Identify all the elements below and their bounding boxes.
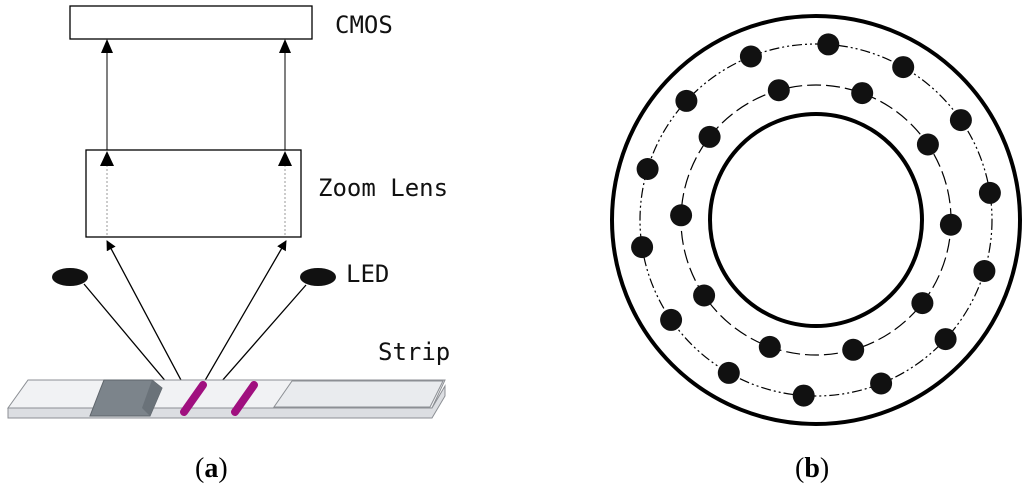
arrowhead-left-lens xyxy=(100,151,114,166)
led-outer-14 xyxy=(739,45,762,68)
led-outer-2 xyxy=(892,56,915,79)
arrowhead-right-top xyxy=(279,39,291,53)
arrowhead-right-lens xyxy=(278,151,292,166)
led-outer-8 xyxy=(792,384,815,407)
led-inner-7 xyxy=(693,284,716,307)
panel-a: CMOS Zoom Lens LED Strip xyxy=(7,5,450,484)
cmos-label: CMOS xyxy=(335,11,393,39)
zoom-lens xyxy=(85,149,302,238)
ray-led-left xyxy=(83,283,179,397)
led-outer-7 xyxy=(870,372,893,395)
led-inner-10 xyxy=(767,79,790,102)
led-label: LED xyxy=(346,260,389,288)
led-inner-4 xyxy=(911,292,934,315)
led-inner-2 xyxy=(916,133,939,156)
caption-a: (a) xyxy=(195,453,228,484)
panel-b: (b) xyxy=(610,14,1022,484)
led-ring xyxy=(631,33,1001,407)
led-inner-5 xyxy=(842,338,865,361)
test-line xyxy=(180,381,207,416)
led-outer-11 xyxy=(631,236,654,259)
led-right xyxy=(300,268,336,286)
led-outer-1 xyxy=(817,33,840,56)
caption-a-close: ) xyxy=(218,453,227,484)
led-outer-13 xyxy=(675,89,698,112)
ray-led-right xyxy=(213,284,307,391)
ring-inner-boundary xyxy=(708,112,924,328)
led-outer-6 xyxy=(934,328,957,351)
arrowhead-left-top xyxy=(101,39,113,53)
caption-b: (b) xyxy=(795,453,829,484)
ray-reflect-left xyxy=(106,240,191,398)
led-outer-12 xyxy=(636,158,659,180)
caption-b-letter: b xyxy=(804,453,820,484)
strip-label: Strip xyxy=(378,338,450,366)
led-outer-3 xyxy=(949,109,972,132)
led-left xyxy=(52,268,88,286)
test-strip xyxy=(7,379,446,419)
zoom-lens-label: Zoom Lens xyxy=(318,174,448,202)
control-line xyxy=(231,381,258,416)
sample-pad-side xyxy=(142,380,162,416)
ray-reflect-right xyxy=(195,240,287,397)
absorbent-pad xyxy=(273,380,444,408)
led-inner-9 xyxy=(698,125,721,148)
caption-a-open: ( xyxy=(195,453,204,484)
caption-b-close: ) xyxy=(820,453,829,484)
led-outer-9 xyxy=(717,361,740,384)
led-inner-6 xyxy=(758,335,781,358)
caption-a-letter: a xyxy=(204,453,218,484)
led-inner-8 xyxy=(670,204,693,227)
ring-outer-led-path xyxy=(639,43,993,397)
led-outer-4 xyxy=(978,181,1001,204)
led-inner-1 xyxy=(851,82,874,105)
caption-b-open: ( xyxy=(795,453,804,484)
led-outer-5 xyxy=(973,260,996,282)
cmos-sensor xyxy=(69,5,313,40)
led-inner-3 xyxy=(939,213,962,236)
led-outer-10 xyxy=(660,308,683,331)
